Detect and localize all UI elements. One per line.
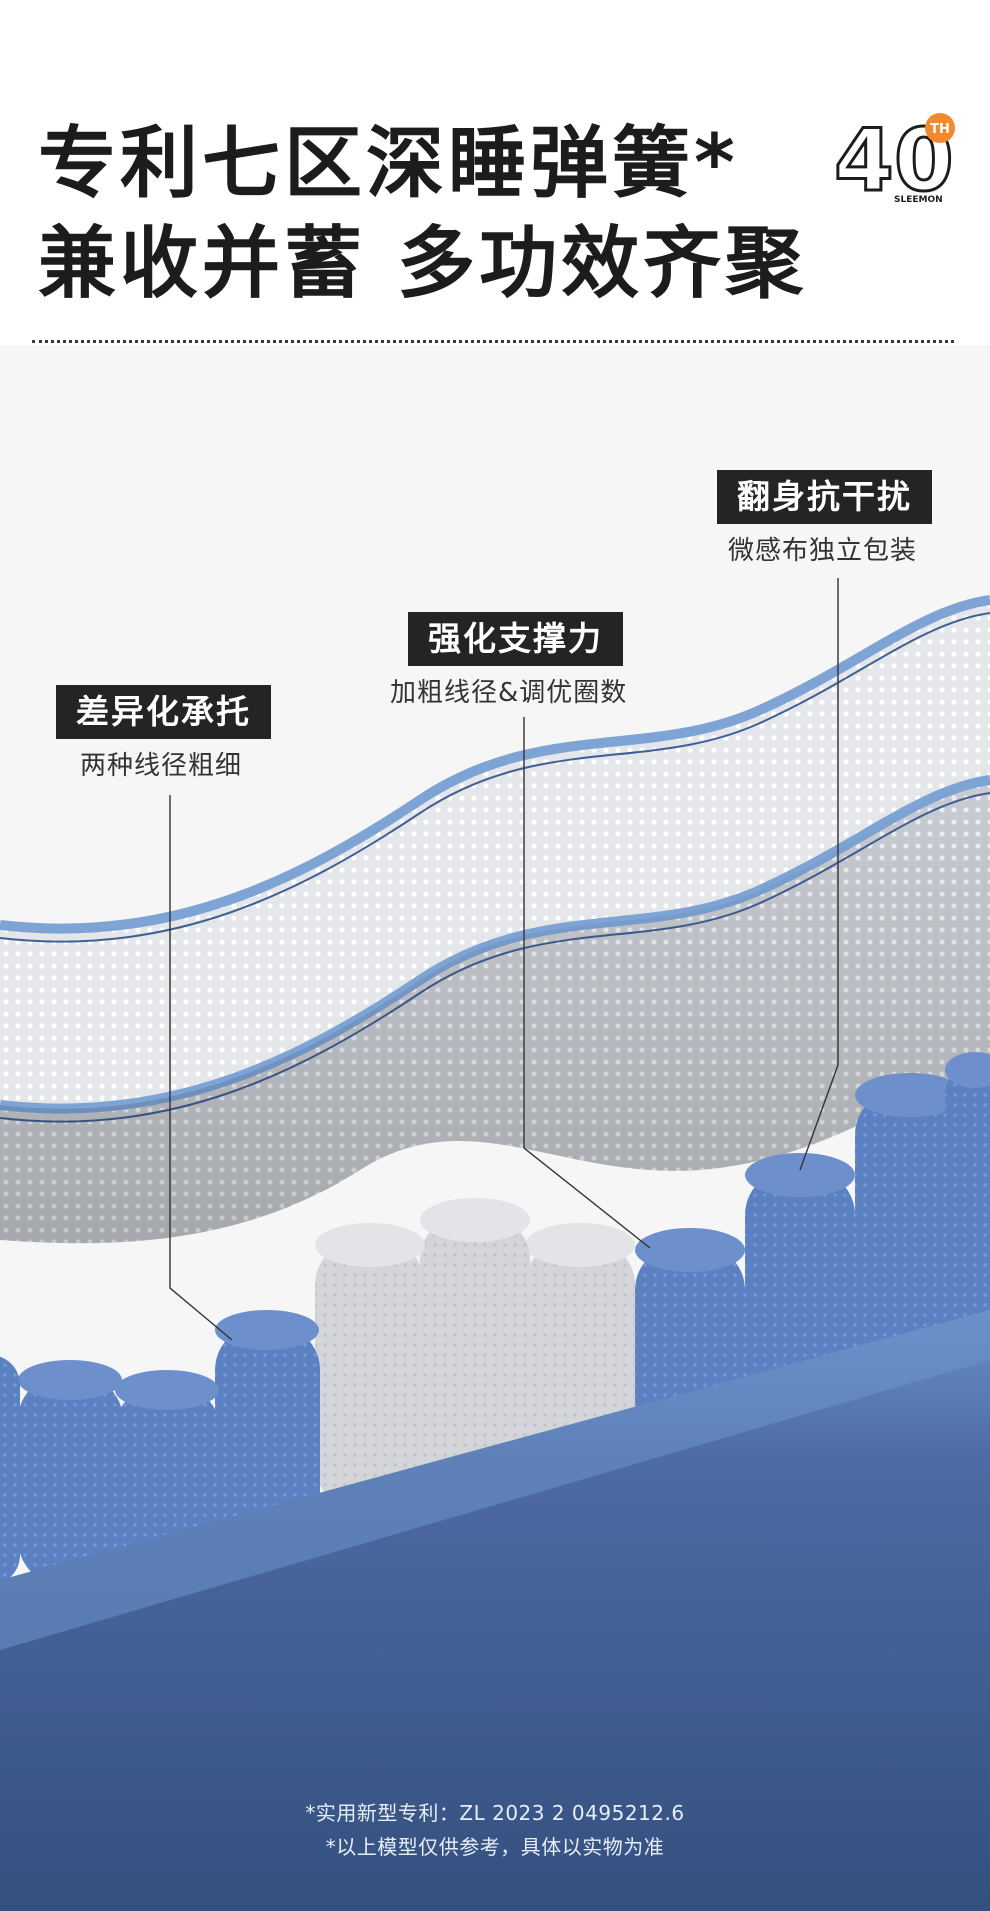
headline-line-2: 兼收并蓄 多功效齐聚 [38,219,808,309]
logo-superscript: TH [930,122,950,137]
pointer-line-3 [799,578,839,1171]
mattress-base [0,1310,990,1911]
sleemon-40th-logo: 40 TH SLEEMON [833,110,956,209]
patent-footnote: *实用新型专利：ZL 2023 2 0495212.6 [305,1801,685,1825]
feature-title-enhanced-support: 强化支撑力 [408,612,623,667]
headline-line-1: 专利七区深睡弹簧* [38,119,739,209]
pointer-line-1 [169,795,233,1341]
upper-mesh-layer [0,600,990,1105]
header: 专利七区深睡弹簧* 兼收并蓄 多功效齐聚 40 TH SLEEMON [0,0,990,345]
feature-title-anti-disturbance: 翻身抗干扰 [717,470,932,525]
logo-badge [925,113,955,143]
disclaimer-footnote: *以上模型仅供参考，具体以实物为准 [325,1835,665,1859]
logo-brand: SLEEMON [894,195,943,205]
feature-title-differentiated-support: 差异化承托 [56,685,271,740]
feature-subtitle-anti-disturbance: 微感布独立包装 [728,536,918,566]
feature-subtitle-enhanced-support: 加粗线径&调优圈数 [390,678,628,708]
pointer-line-2 [523,717,651,1249]
feature-subtitle-differentiated-support: 两种线径粗细 [80,751,243,781]
dotted-divider [32,340,954,343]
